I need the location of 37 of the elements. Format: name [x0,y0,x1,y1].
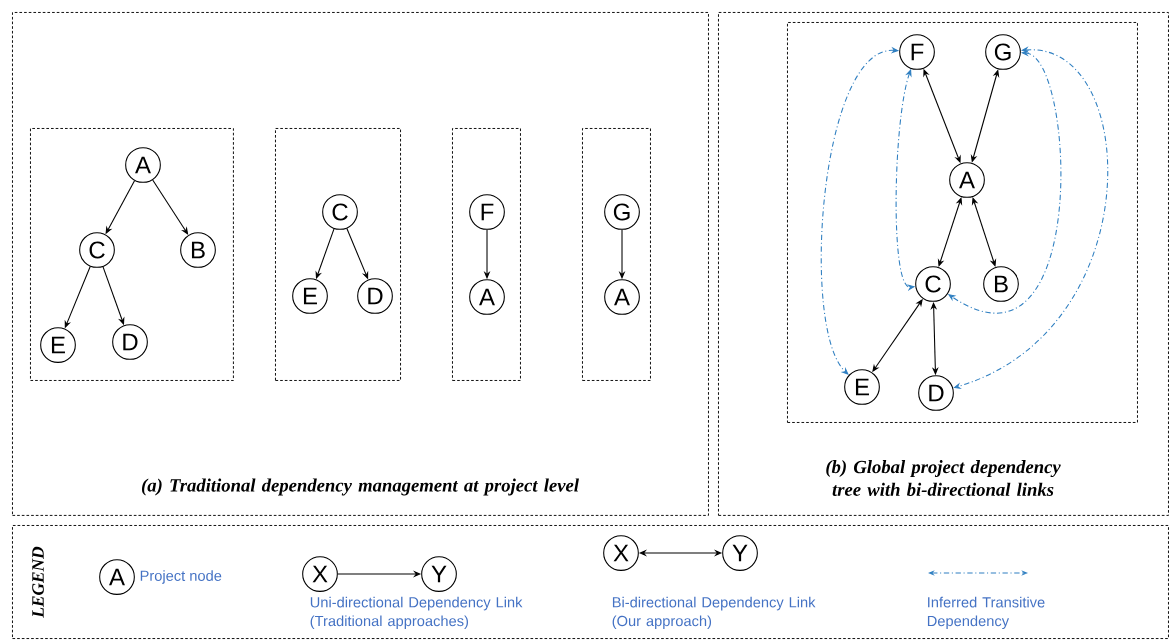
project-node: G [985,34,1021,70]
project-node: A [469,279,505,315]
legend-text: Inferred Transitive Dependency [927,596,1045,630]
project-node: A [604,279,640,315]
arrow [152,179,189,235]
project-node: X [302,556,338,592]
group-box [582,128,651,381]
project-node: F [469,194,505,230]
project-node: B [983,266,1019,302]
project-node: D [918,375,954,411]
project-node: C [915,266,951,302]
project-node: D [112,324,148,360]
project-node: E [844,369,880,405]
project-node: Y [421,556,457,592]
project-node: C [322,194,358,230]
project-node: E [40,327,76,363]
project-node: C [79,232,115,268]
group-box [30,128,234,381]
project-node: G [604,194,640,230]
panel-title: (b) Global project dependency tree with bi-directional links [826,460,1061,496]
group-box [787,22,1138,423]
project-node: X [603,535,639,571]
heading: LEGEND [32,546,44,618]
project-node: B [180,232,216,268]
node-caption: Project node [140,570,222,584]
project-node: A [125,147,161,183]
group-box [452,128,521,381]
project-node: Y [722,535,758,571]
group-box [275,128,401,381]
legend-text: Uni-directional Dependency Link (Traditional approaches) [310,596,523,630]
project-node: A [99,559,135,595]
project-node: F [899,34,935,70]
panel-title: (a) Traditional dependency management at project level [141,478,579,496]
project-node: A [949,162,985,198]
project-node: D [357,278,393,314]
project-node: E [292,278,328,314]
legend-text: Bi-directional Dependency Link (Our approach) [612,596,816,630]
